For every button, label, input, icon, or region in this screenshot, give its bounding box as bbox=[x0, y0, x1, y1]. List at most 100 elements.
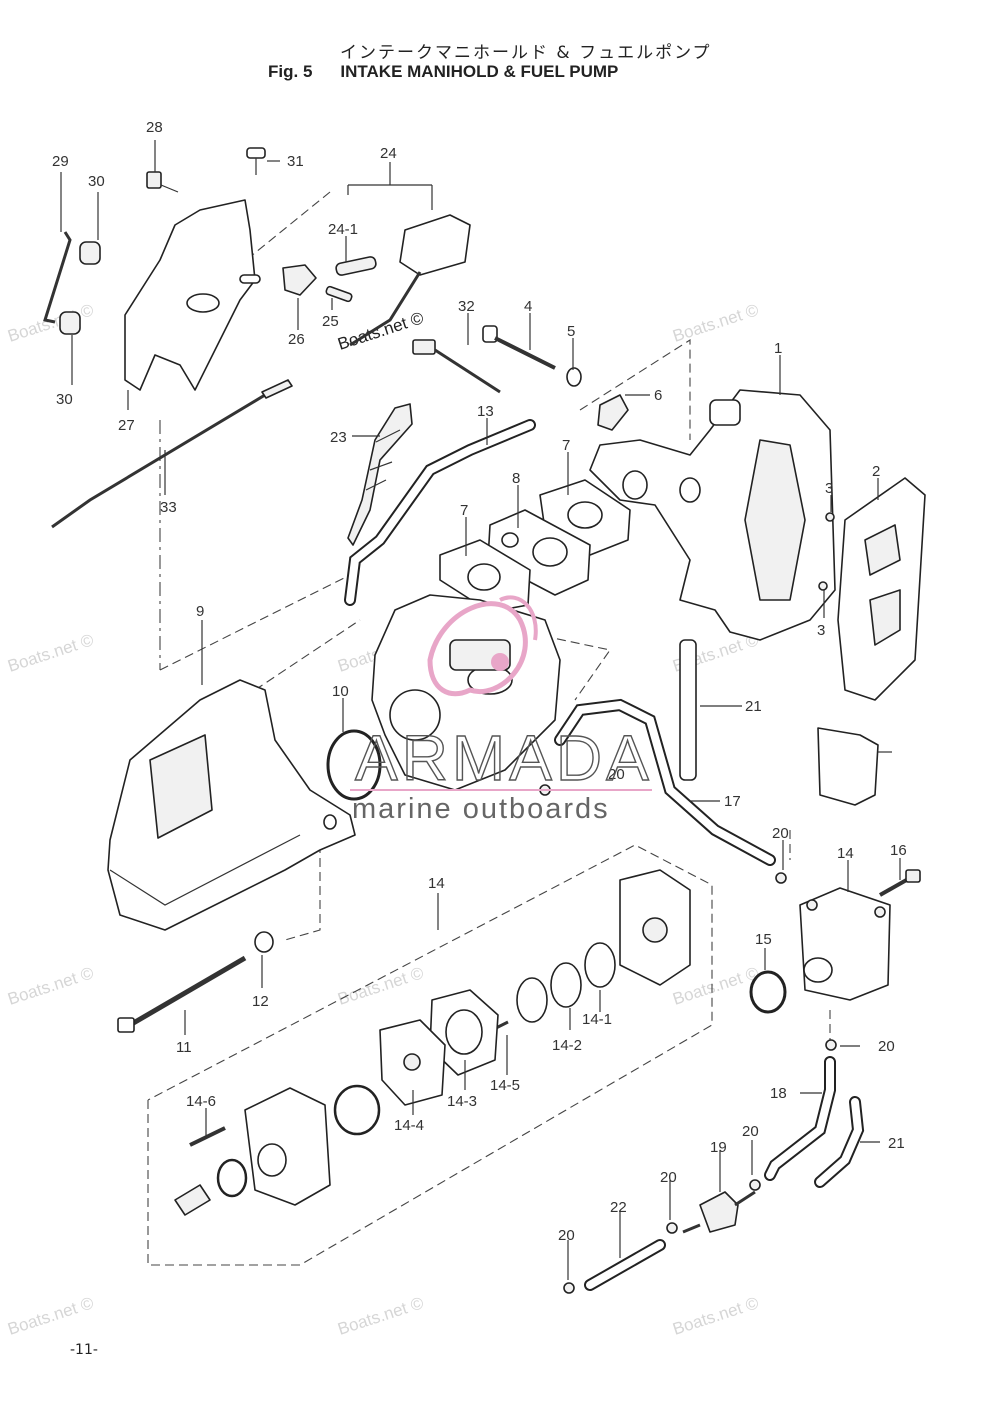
callout-19: 19 bbox=[710, 1139, 727, 1156]
callout-31: 31 bbox=[287, 153, 304, 170]
part-hose-clip bbox=[563, 1282, 575, 1294]
part-spiral-sleeve bbox=[347, 403, 413, 546]
callout-5: 5 bbox=[567, 323, 575, 340]
callout-30: 30 bbox=[88, 173, 105, 190]
callout-32: 32 bbox=[458, 298, 475, 315]
callout-1: 1 bbox=[774, 340, 782, 357]
callout-17: 17 bbox=[724, 793, 741, 810]
callout-20: 20 bbox=[878, 1038, 895, 1055]
callout-27: 27 bbox=[118, 417, 135, 434]
callout-14: 14 bbox=[837, 845, 854, 862]
watermark-text: Boats.net © bbox=[5, 963, 96, 1009]
part-pipe-21 bbox=[679, 639, 697, 781]
callout-30: 30 bbox=[56, 391, 73, 408]
part-link-rod bbox=[43, 231, 72, 324]
part-intake-manifold bbox=[589, 389, 836, 641]
callout-14-1: 14-1 bbox=[582, 1011, 612, 1028]
callout-28: 28 bbox=[146, 119, 163, 136]
part-intake-silencer bbox=[107, 679, 356, 931]
armada-logo-subtext: marine outboards bbox=[352, 793, 610, 825]
armada-logo-text: ARMADA bbox=[355, 722, 653, 794]
callout-14-3: 14-3 bbox=[447, 1093, 477, 1110]
callout-14: 14 bbox=[428, 875, 445, 892]
callout-6: 6 bbox=[654, 387, 662, 404]
watermark-text: Boats.net © bbox=[335, 1293, 426, 1339]
callout-20: 20 bbox=[772, 825, 789, 842]
part-hose-clip bbox=[749, 1179, 761, 1191]
part-pump-screw-6 bbox=[189, 1126, 226, 1147]
callout-18: 18 bbox=[770, 1085, 787, 1102]
callout-25: 25 bbox=[322, 313, 339, 330]
part-washer-5 bbox=[566, 367, 582, 387]
callout-33: 33 bbox=[160, 499, 177, 516]
callout-20: 20 bbox=[742, 1123, 759, 1140]
callout-29: 29 bbox=[52, 153, 69, 170]
callout-20: 20 bbox=[660, 1169, 677, 1186]
part-bolt-4 bbox=[482, 325, 556, 370]
part-dowel bbox=[825, 512, 835, 522]
part-throttle-lever bbox=[335, 214, 471, 347]
callout-leader-lines bbox=[60, 140, 901, 1280]
callout-labels: 28 29 30 30 27 31 24 24-1 25 26 32 4 5 6… bbox=[52, 119, 907, 1244]
part-dowel bbox=[818, 581, 828, 591]
callout-14-2: 14-2 bbox=[552, 1037, 582, 1054]
part-carb-insulator bbox=[487, 509, 591, 596]
part-plunger-spring bbox=[216, 1158, 248, 1198]
callout-14-4: 14-4 bbox=[394, 1117, 424, 1134]
part-bracket bbox=[124, 199, 261, 391]
callout-14-5: 14-5 bbox=[490, 1077, 520, 1094]
part-clip bbox=[59, 311, 81, 335]
callout-20: 20 bbox=[608, 766, 625, 783]
part-oring-10 bbox=[326, 729, 382, 801]
part-hose-clip bbox=[666, 1222, 678, 1234]
part-pump-diaphragm bbox=[379, 1019, 446, 1106]
part-pump-body bbox=[244, 1087, 331, 1206]
part-hose-clip bbox=[825, 1039, 837, 1051]
callout-23: 23 bbox=[330, 429, 347, 446]
callout-24: 24 bbox=[380, 145, 397, 162]
callout-16: 16 bbox=[890, 842, 907, 859]
part-clip-26 bbox=[282, 264, 317, 296]
part-washer-12 bbox=[254, 931, 274, 953]
callout-15: 15 bbox=[755, 931, 772, 948]
callout-12: 12 bbox=[252, 993, 269, 1010]
callout-13: 13 bbox=[477, 403, 494, 420]
callout-3: 3 bbox=[817, 622, 825, 639]
part-gasket-2 bbox=[837, 477, 926, 701]
watermark-text: Boats.net © bbox=[5, 630, 96, 676]
part-fuel-pump bbox=[799, 887, 891, 1001]
part-fuel-filter bbox=[682, 1190, 756, 1234]
callout-4: 4 bbox=[524, 298, 532, 315]
part-pin bbox=[325, 285, 353, 303]
callout-21: 21 bbox=[745, 698, 762, 715]
callout-10: 10 bbox=[332, 683, 349, 700]
part-pump-diaphragm-gasket bbox=[429, 989, 499, 1076]
callout-9: 9 bbox=[196, 603, 204, 620]
callout-21: 21 bbox=[888, 1135, 905, 1152]
watermark-text: Boats.net © bbox=[5, 300, 96, 346]
part-clamp bbox=[597, 394, 629, 431]
part-plunger bbox=[174, 1184, 211, 1216]
callout-7: 7 bbox=[460, 502, 468, 519]
part-bolt-28 bbox=[146, 171, 179, 193]
callout-20: 20 bbox=[558, 1227, 575, 1244]
part-oring-15 bbox=[749, 970, 787, 1014]
part-long-bolt-11 bbox=[117, 955, 247, 1033]
callout-14-6: 14-6 bbox=[186, 1093, 216, 1110]
part-cable-tie bbox=[412, 339, 501, 394]
part-choke-rod bbox=[51, 379, 293, 529]
part-hose-clip bbox=[775, 872, 787, 884]
callout-24-1: 24-1 bbox=[328, 221, 358, 238]
watermark-text: Boats.net © bbox=[5, 1293, 96, 1339]
watermark-text: Boats.net © bbox=[335, 963, 426, 1009]
watermark-text: Boats.net © bbox=[670, 1293, 761, 1339]
part-screw-16 bbox=[879, 869, 921, 897]
callout-3: 3 bbox=[825, 480, 833, 497]
part-screw-31 bbox=[246, 147, 266, 175]
callout-8: 8 bbox=[512, 470, 520, 487]
callout-22: 22 bbox=[610, 1199, 627, 1216]
armada-logo: ARMADA marine outboards bbox=[350, 595, 653, 825]
callout-2: 2 bbox=[872, 463, 880, 480]
